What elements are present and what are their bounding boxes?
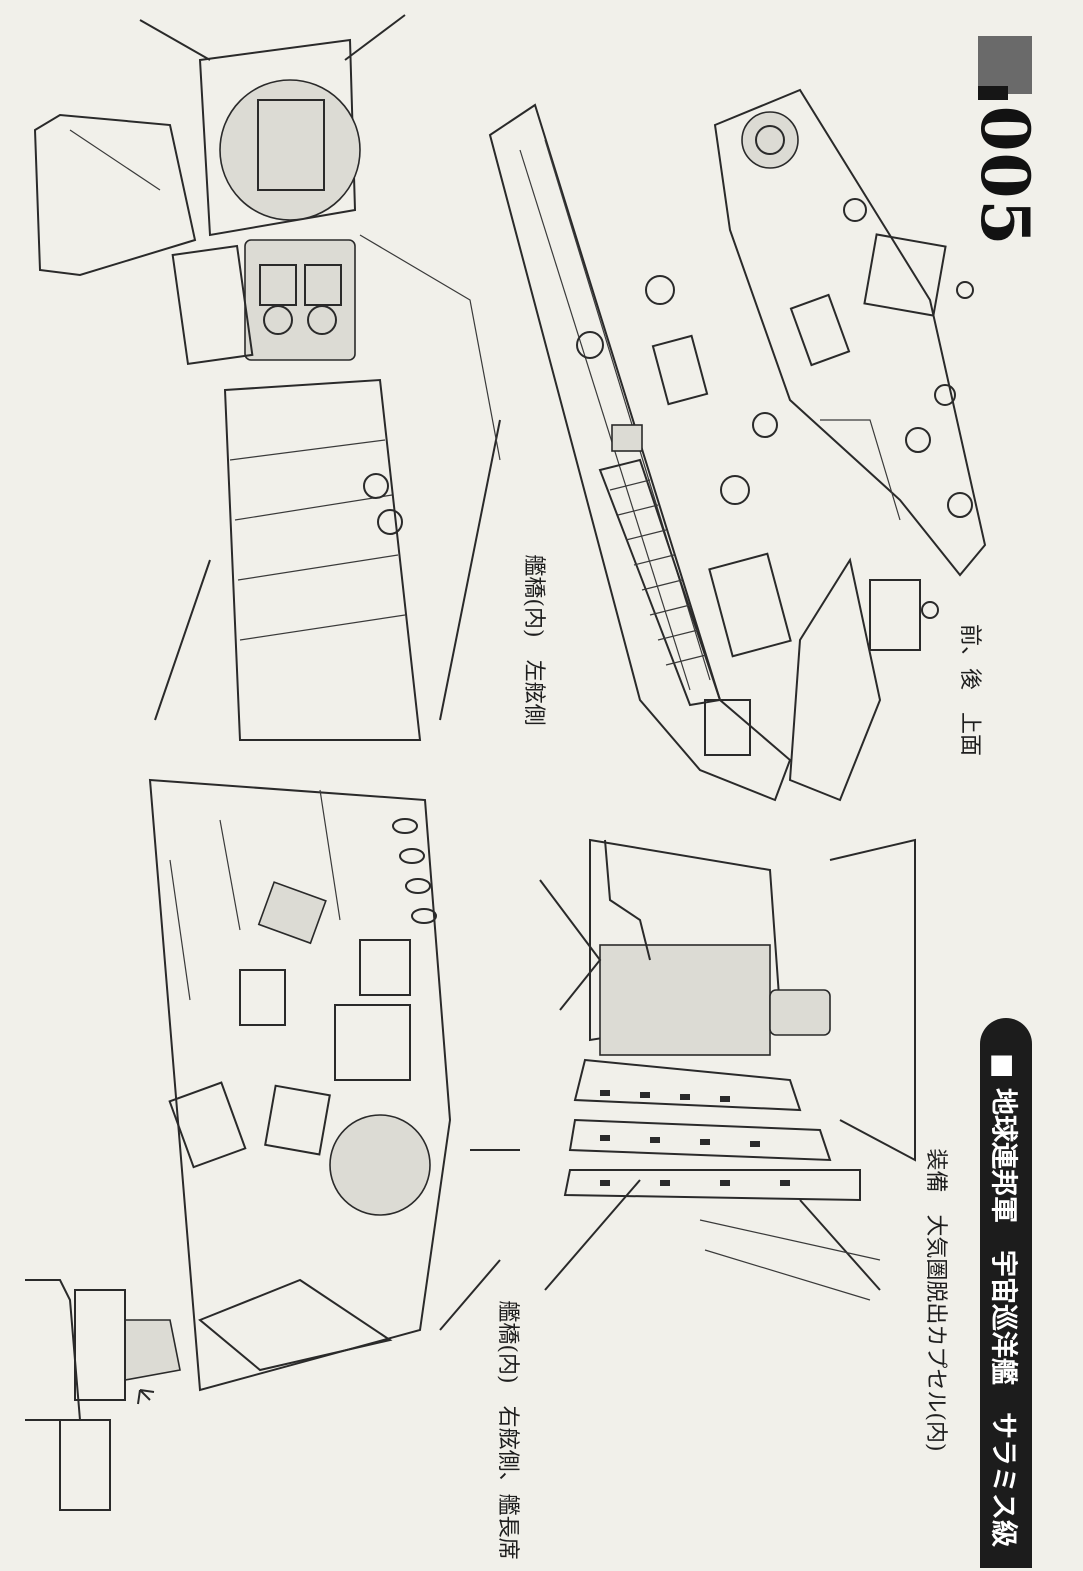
seat-inset-drawing [25, 1279, 181, 1511]
category-band [980, 1018, 1032, 1568]
page-number-square [978, 36, 1032, 94]
page-number-mark [978, 86, 1008, 100]
ship-top-view [488, 103, 792, 802]
capsule-interior-drawing [539, 838, 916, 1301]
bridge-left-drawing [33, 14, 501, 741]
bridge-right-drawing [148, 778, 520, 1392]
ship-upper-view [713, 88, 987, 802]
